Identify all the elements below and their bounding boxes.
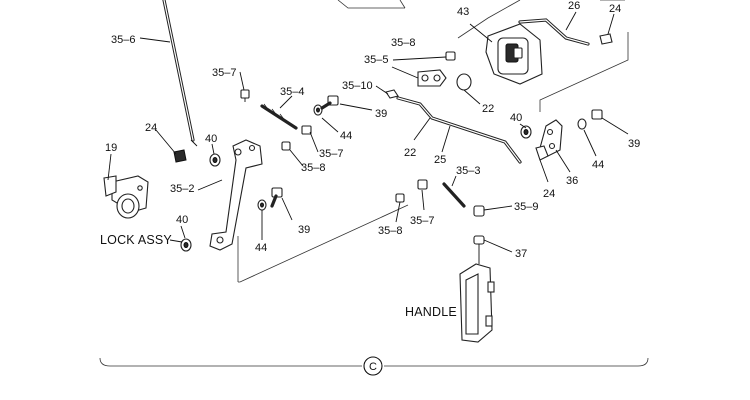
callout-39-bottom: 39 [298, 224, 310, 236]
rod-35-6 [162, 0, 198, 147]
callout-39-right: 39 [628, 138, 640, 150]
callout-24-top: 24 [609, 3, 621, 15]
section-marker: C [369, 361, 377, 373]
callout-35-7-top: 35–7 [212, 67, 236, 79]
assembly-frame-lines [237, 0, 629, 283]
callout-35-5: 35–5 [364, 54, 388, 66]
callout-36: 36 [566, 175, 578, 187]
handle [459, 244, 495, 343]
callout-25: 25 [434, 154, 446, 166]
callout-35-8-mid: 35–8 [301, 162, 325, 174]
rod-26 [518, 18, 590, 46]
callout-40-bottom: 40 [176, 214, 188, 226]
callout-24-left: 24 [145, 122, 157, 134]
rod-35-4 [260, 103, 298, 130]
callout-35-8-top: 35–8 [391, 37, 415, 49]
callout-39-a: 39 [375, 108, 387, 120]
callout-35-9: 35–9 [514, 201, 538, 213]
handle-label: HANDLE [405, 305, 457, 319]
callout-35-7-mid: 35–7 [319, 148, 343, 160]
callout-37: 37 [515, 248, 527, 260]
callout-35-7-bottom: 35–7 [410, 215, 434, 227]
section-divider: C [99, 356, 649, 376]
callout-22-right: 22 [482, 103, 494, 115]
callout-44-right: 44 [592, 159, 604, 171]
connector-35-5 [385, 51, 472, 99]
callout-35-2: 35–2 [170, 183, 194, 195]
callout-35-10: 35–10 [342, 80, 373, 92]
leader-lines [107, 11, 629, 253]
section-marker-circle [363, 356, 383, 376]
callout-22-left: 22 [404, 147, 416, 159]
fasteners-centre [180, 89, 339, 252]
clip-24-top [599, 33, 613, 45]
lock-assembly [103, 175, 149, 219]
rod-35-3 [395, 179, 485, 245]
callout-35-3: 35–3 [456, 165, 480, 177]
callout-40-left: 40 [205, 133, 217, 145]
callout-19: 19 [105, 142, 117, 154]
callout-35-6: 35–6 [111, 34, 135, 46]
callout-35-4: 35–4 [280, 86, 304, 98]
callout-44-a: 44 [255, 242, 267, 254]
actuator-43 [485, 23, 543, 85]
callout-labels: 35–6 35–7 35–4 24 40 19 35–2 40 44 39 44… [105, 0, 640, 260]
callout-44-b: 44 [340, 130, 352, 142]
callout-43: 43 [457, 6, 469, 18]
lever-35-2 [209, 139, 263, 251]
rod-25 [396, 96, 522, 164]
bracket-36 [520, 109, 603, 161]
clip-24-left [173, 149, 187, 163]
callout-35-8-bottom: 35–8 [378, 225, 402, 237]
callout-40-right: 40 [510, 112, 522, 124]
callout-24-right: 24 [543, 188, 555, 200]
lock-assy-label: LOCK ASSY [100, 233, 172, 247]
callout-26: 26 [568, 0, 580, 12]
